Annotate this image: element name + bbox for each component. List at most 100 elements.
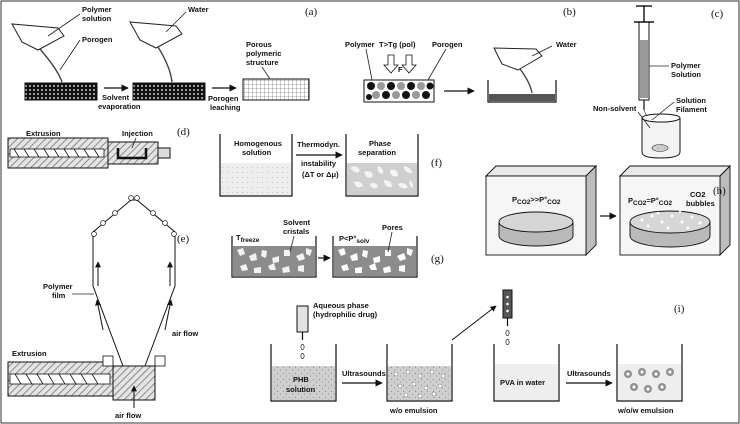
- pipette-wo-droplet-3: [506, 309, 509, 313]
- label-homogenous-1: Homogenous: [234, 139, 282, 148]
- beaker-porous: [332, 236, 418, 278]
- airflow-arrow-r1: [164, 299, 173, 331]
- pva-solution-fill: [495, 364, 558, 400]
- label-delta: (ΔT or Δμ): [302, 170, 339, 179]
- vessel-2-top: [618, 165, 732, 177]
- sample-disc-1-top: [498, 211, 574, 233]
- leader-polymer-b: [365, 48, 373, 81]
- extrusion-screw-flights-e: [14, 373, 99, 385]
- label-p-high: PCO2>>P°CO2: [512, 195, 561, 206]
- beaker-wow: [616, 344, 683, 402]
- panel-label-c: (c): [711, 8, 724, 20]
- beaker-rim: [641, 113, 681, 123]
- leader-pores: [387, 231, 393, 253]
- leader-water-b: [531, 45, 553, 57]
- airflow-arrow-l1: [95, 299, 104, 331]
- label-temperature-b: T>Tg (pol): [379, 40, 416, 49]
- label-porogen-leach: Porogen: [208, 94, 239, 103]
- panel-label-d: (d): [177, 126, 190, 138]
- press-arrow-right: [401, 54, 417, 74]
- label-solution-filament-1: Solution: [676, 96, 706, 105]
- press-arrow-left: [383, 54, 399, 74]
- label-phb-solution: solution: [286, 385, 316, 394]
- beaker-pva: [493, 344, 560, 402]
- phb-solution-fill: [272, 366, 335, 400]
- pouring-beaker-1: [11, 23, 65, 51]
- panel-label-h: (h): [713, 185, 726, 197]
- label-ultrasounds-1: Ultrasounds: [342, 369, 386, 378]
- pour-stream-1: [39, 48, 63, 83]
- pipette-aqueous: [296, 305, 309, 333]
- solvent-crystals: [237, 248, 312, 273]
- label-pores: Pores: [382, 223, 403, 232]
- label-phb: PHB: [293, 375, 309, 384]
- injection-nozzle: [157, 147, 171, 159]
- die-lip-right: [154, 355, 166, 367]
- label-evaporation: evaporation: [98, 102, 141, 111]
- leader-porogen-b: [427, 48, 447, 81]
- label-polymer-c: Polymer: [671, 61, 701, 70]
- label-porous: Porous: [246, 40, 272, 49]
- panel-label-b: (b): [563, 6, 576, 18]
- panel-d: Extrusion Injection (d): [7, 126, 190, 169]
- leader-cristals: [289, 235, 295, 253]
- wo-droplets: [393, 369, 446, 399]
- label-force-b: F: [398, 65, 403, 74]
- label-polymer-solution-1: Polymer: [82, 5, 112, 14]
- label-t-freeze: Tfreeze: [236, 233, 260, 244]
- label-extrusion-e: Extrusion: [12, 349, 47, 358]
- label-wow-emulsion: w/o/w emulsion: [617, 406, 674, 415]
- pipette-wo-droplet-1: [506, 295, 509, 299]
- label-pva-in-water: PVA in water: [500, 378, 545, 387]
- label-homogenous-2: solution: [242, 148, 272, 157]
- drop-1b: [300, 353, 305, 359]
- label-solution-filament-2: Filament: [676, 105, 707, 114]
- extrusion-screw-channel-e: [9, 373, 111, 385]
- nip-rollers: [91, 195, 177, 237]
- label-extrusion-d: Extrusion: [26, 129, 61, 138]
- label-aqueous-phase: Aqueous phase: [313, 301, 369, 310]
- leader-filament: [651, 101, 675, 121]
- label-p-solv: P<P°solv: [339, 234, 370, 245]
- extrusion-screw-channel: [9, 148, 105, 158]
- leader-non-solvent: [637, 111, 651, 129]
- syringe-solution: [640, 40, 648, 98]
- blown-film-bubble: [92, 199, 176, 375]
- label-wo-emulsion: w/o emulsion: [389, 406, 438, 415]
- drop-2a: [505, 330, 510, 336]
- label-porogen-a: Porogen: [82, 35, 113, 44]
- label-bubbles: bubbles: [686, 199, 715, 208]
- label-air-flow-bottom: air flow: [115, 411, 141, 420]
- mould-porogen-bed: [24, 82, 98, 101]
- panel-c: Polymer Solution Non-solvent Solution Fi…: [593, 5, 724, 159]
- non-solvent-beaker: [641, 118, 681, 159]
- injection-cavity: [116, 148, 148, 160]
- vessel-1-top: [484, 165, 598, 177]
- panel-label-e: (e): [177, 233, 190, 245]
- pour-stream-2: [157, 46, 173, 83]
- beaker-phb: [270, 344, 337, 402]
- sample-disc-2-top: [629, 210, 711, 234]
- porous-structure: [242, 78, 310, 101]
- pouring-beaker-2: [129, 21, 183, 49]
- panel-label-g: (g): [431, 253, 444, 265]
- label-separation: separation: [358, 148, 396, 157]
- leach-container: [487, 80, 557, 103]
- pores: [338, 248, 413, 273]
- beaker-freeze: [231, 236, 317, 278]
- drop-2b: [505, 339, 510, 345]
- label-injection-d: Injection: [122, 129, 153, 138]
- panel-b: Polymer T>Tg (pol) F Porogen Water (b): [345, 6, 577, 103]
- label-water-a: Water: [188, 5, 209, 14]
- leader-porous: [261, 66, 271, 80]
- panel-label-i: (i): [674, 303, 685, 315]
- panel-h: PCO2>>P°CO2 PCO2=P°CO2 CO2 bubbles (h): [484, 164, 732, 257]
- label-ultrasounds-2: Ultrasounds: [567, 369, 611, 378]
- polymer-porogen-particles: [366, 82, 434, 100]
- panel-e: Polymer film air flow Extrusion air flow…: [7, 195, 198, 420]
- panel-g: Tfreeze Solvent cristals P<P°solv Pores …: [231, 218, 444, 278]
- drop-1a: [300, 344, 305, 350]
- label-hydrophilic-drug: (hydrophilic drug): [313, 310, 378, 319]
